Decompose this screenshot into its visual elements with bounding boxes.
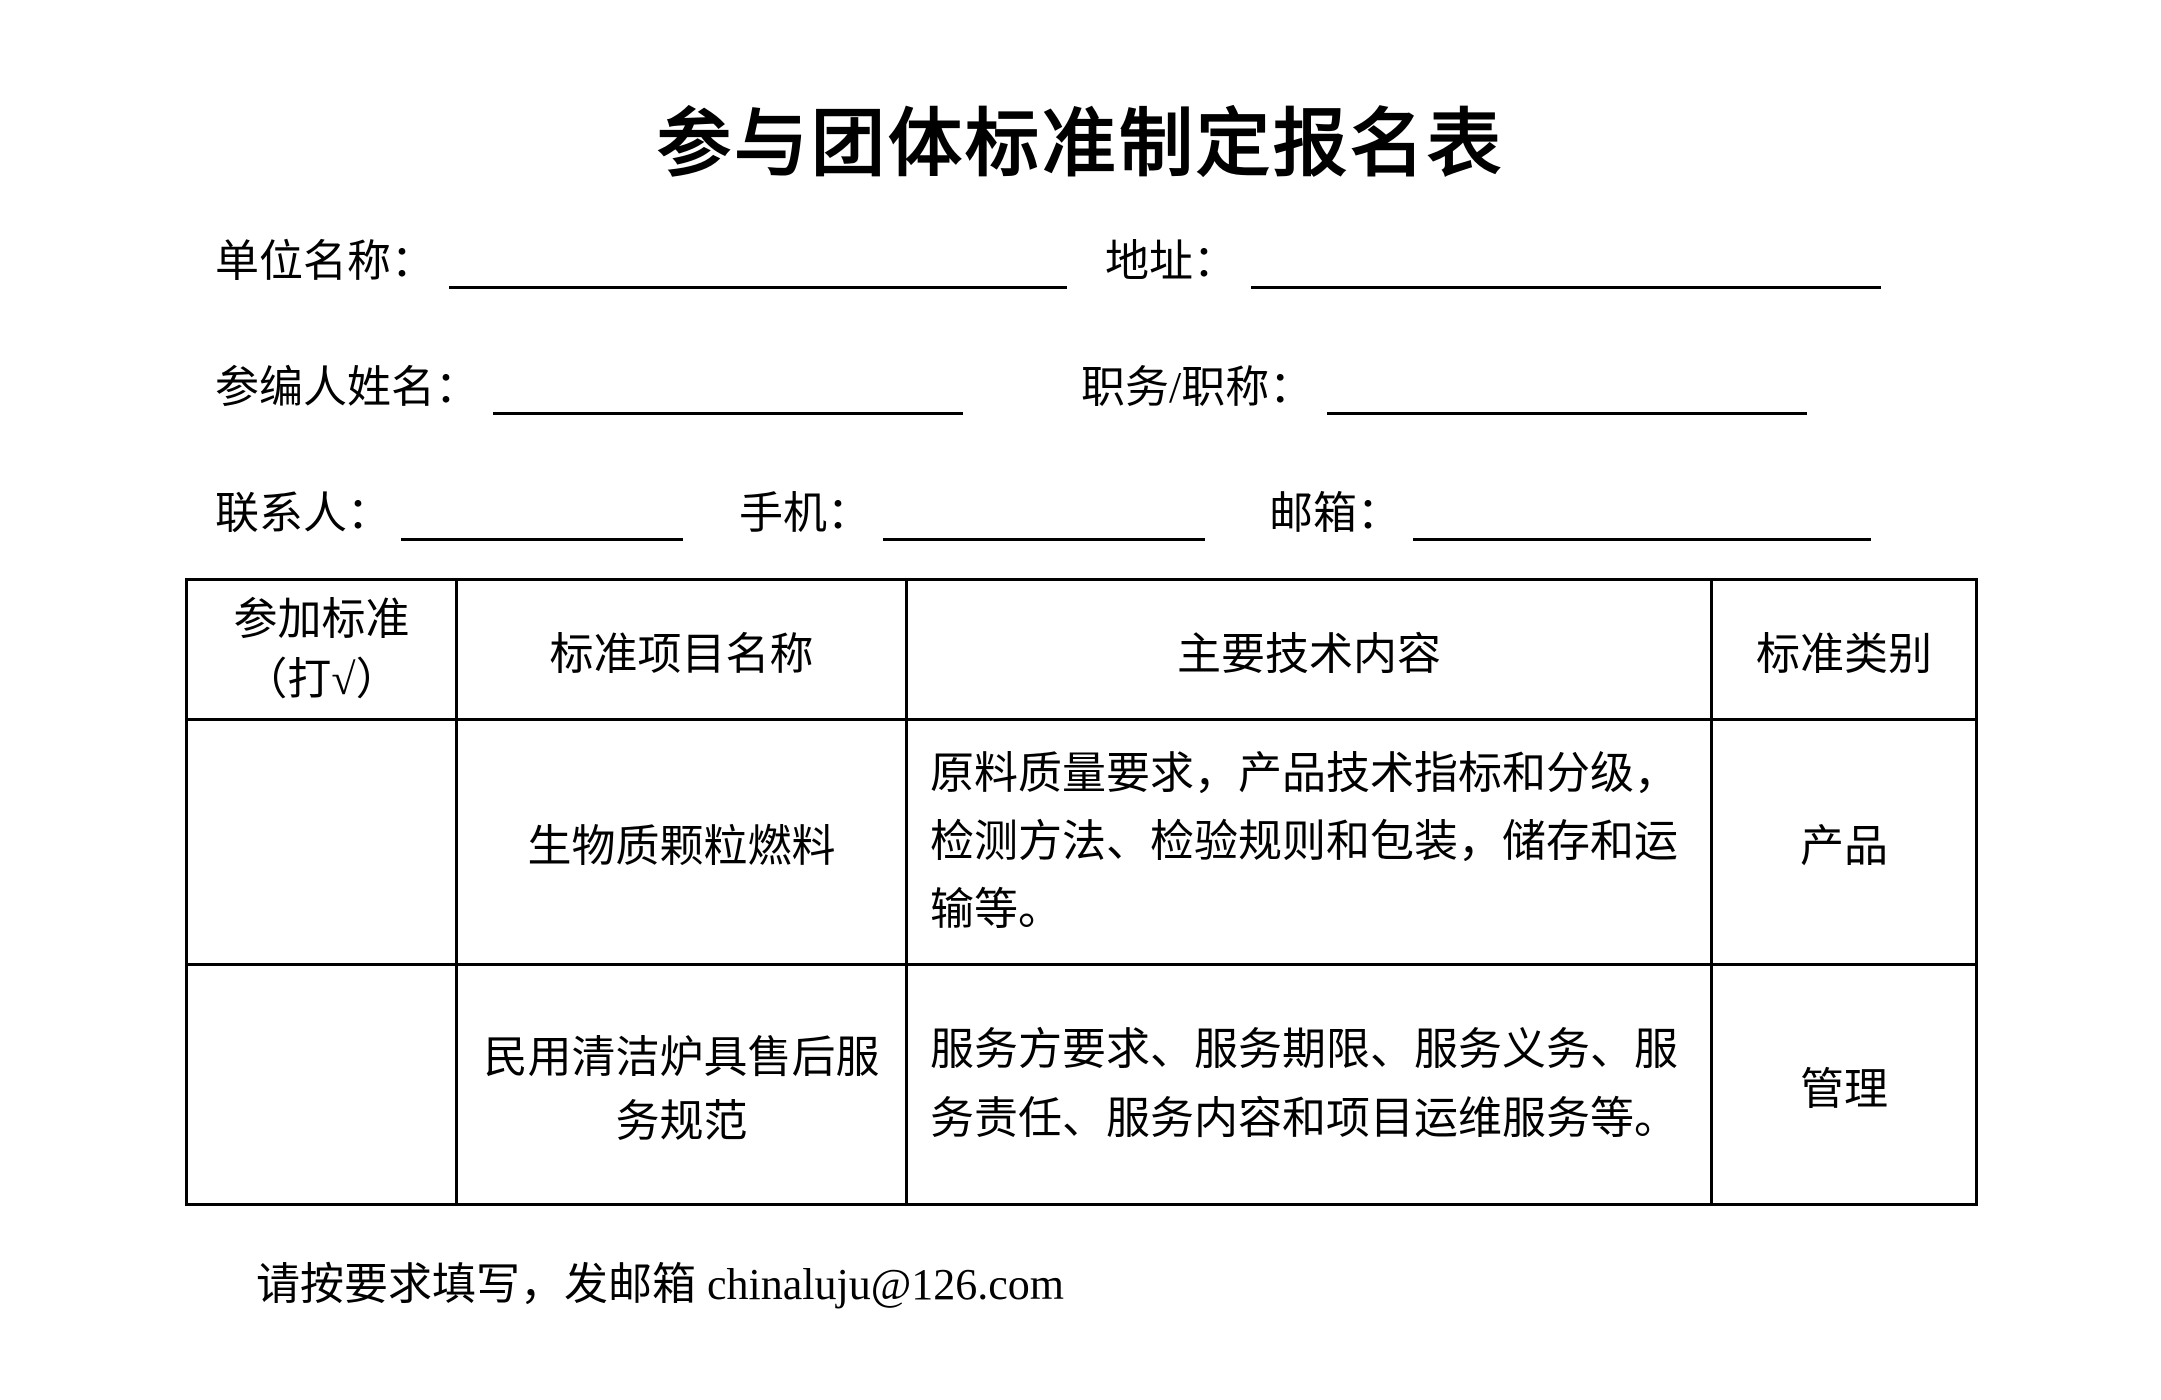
check-cell-row2[interactable] — [185, 963, 458, 1206]
contact-label: 联系人： — [215, 489, 391, 538]
duty-title-field[interactable] — [1327, 367, 1808, 415]
standards-table: 参加标准 （打√） 标准项目名称 主要技术内容 标准类别 生物质颗粒燃料 原料质… — [185, 578, 1978, 1206]
content-cell-row2: 服务方要求、服务期限、服务义务、服务责任、服务内容和项目运维服务等。 — [905, 963, 1713, 1206]
form-row-participant-duty: 参编人姓名： 职务/职称： — [215, 362, 1808, 415]
unit-name-field[interactable] — [449, 241, 1067, 289]
form-row-contact-mobile-email: 联系人： 手机： 邮箱： — [215, 488, 1871, 541]
page-title: 参与团体标准制定报名表 — [657, 104, 1504, 186]
unit-name-label: 单位名称： — [215, 237, 435, 286]
participant-name-label: 参编人姓名： — [215, 363, 479, 412]
footer-note: 请按要求填写，发邮箱 chinaluju@126.com — [256, 1260, 1065, 1309]
category-cell-row1: 产品 — [1710, 718, 1978, 966]
contact-field[interactable] — [401, 493, 683, 541]
project-cell-row2: 民用清洁炉具售后服务规范 — [455, 963, 908, 1206]
form-row-unit-address: 单位名称： 地址： — [215, 236, 1881, 289]
address-field[interactable] — [1251, 241, 1881, 289]
check-cell-row1[interactable] — [185, 718, 458, 966]
email-field[interactable] — [1413, 493, 1871, 541]
email-label: 邮箱： — [1269, 489, 1401, 538]
duty-title-label: 职务/职称： — [1081, 363, 1314, 412]
address-label: 地址： — [1105, 237, 1237, 286]
table-row: 生物质颗粒燃料 原料质量要求，产品技术指标和分级，检测方法、检验规则和包装，储存… — [185, 718, 1978, 966]
mobile-field[interactable] — [883, 493, 1205, 541]
project-cell-row1: 生物质颗粒燃料 — [455, 718, 908, 966]
table-header-row: 参加标准 （打√） 标准项目名称 主要技术内容 标准类别 — [185, 578, 1978, 721]
header-check-column: 参加标准 （打√） — [185, 578, 458, 721]
category-cell-row2: 管理 — [1710, 963, 1978, 1206]
mobile-label: 手机： — [739, 489, 871, 538]
header-technical-content: 主要技术内容 — [905, 578, 1713, 721]
table-row: 民用清洁炉具售后服务规范 服务方要求、服务期限、服务义务、服务责任、服务内容和项… — [185, 963, 1978, 1206]
header-check-line1: 参加标准 — [233, 595, 410, 645]
header-standard-category: 标准类别 — [1710, 578, 1978, 721]
participant-name-field[interactable] — [493, 367, 963, 415]
content-cell-row1: 原料质量要求，产品技术指标和分级，检测方法、检验规则和包装，储存和运输等。 — [905, 718, 1713, 966]
header-check-line2: （打√） — [243, 654, 400, 704]
header-project-name: 标准项目名称 — [455, 578, 908, 721]
